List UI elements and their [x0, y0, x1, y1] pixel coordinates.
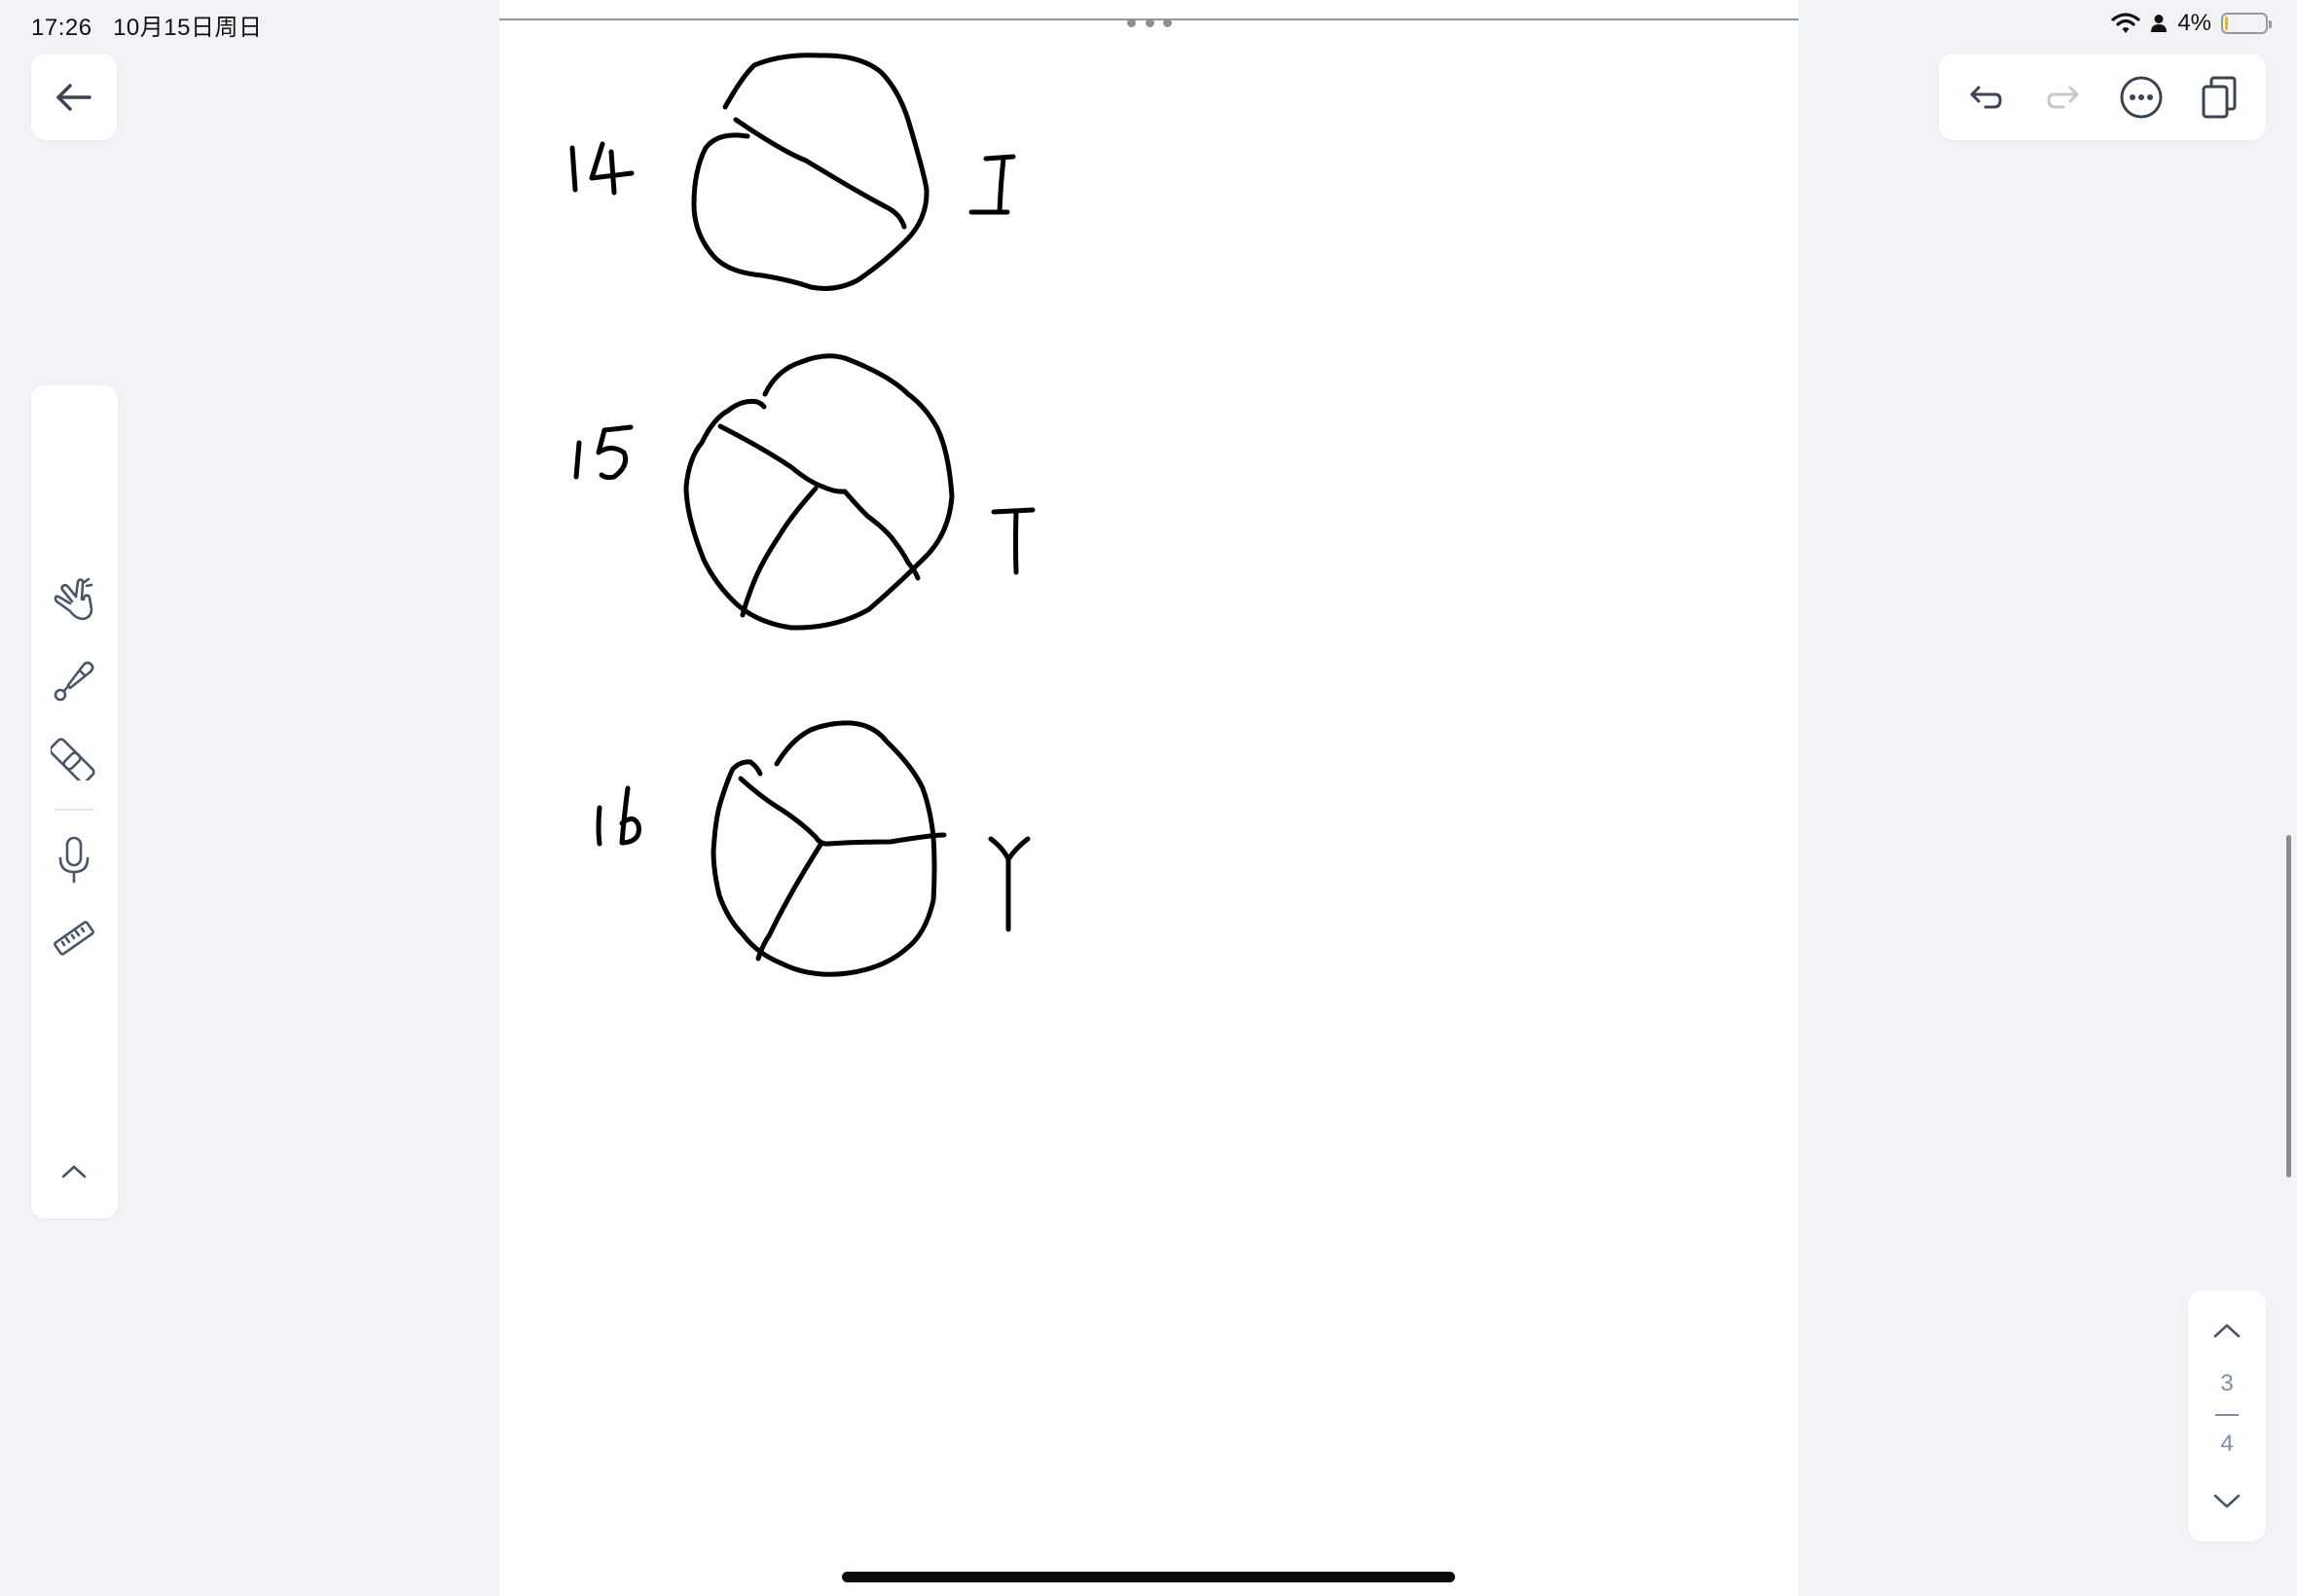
note-page[interactable]: [499, 0, 1799, 1596]
status-date: 10月15日周日: [113, 15, 263, 41]
copy-pages-icon: [2202, 76, 2237, 119]
total-page-number: 4: [2220, 1431, 2234, 1457]
handwriting-canvas[interactable]: [499, 0, 1799, 1596]
collapse-toolbar-button[interactable]: [47, 1144, 101, 1199]
previous-page-button[interactable]: [2200, 1306, 2254, 1355]
ruler-icon: [54, 921, 94, 956]
next-page-button[interactable]: [2200, 1477, 2254, 1526]
status-time: 17:26: [31, 15, 92, 41]
toolbar-divider: [55, 809, 94, 811]
eraser-tool-button[interactable]: [47, 730, 101, 784]
hand-drawn-circle-14: [691, 53, 930, 291]
hand-tool-button[interactable]: [47, 574, 101, 629]
back-button[interactable]: [31, 54, 117, 140]
handwritten-answer-I: [968, 154, 1016, 215]
handwritten-label-14: [569, 141, 635, 196]
hand-pointer-icon: [54, 578, 93, 621]
handwritten-answer-T: [991, 507, 1036, 575]
home-indicator[interactable]: [842, 1572, 1455, 1582]
eraser-icon: [51, 738, 95, 780]
vertical-scrollbar[interactable]: [2286, 835, 2291, 1178]
pen-icon: [54, 661, 94, 702]
redo-button[interactable]: [2036, 70, 2091, 125]
pen-tool-button[interactable]: [47, 652, 101, 707]
more-circle-icon: [2120, 76, 2163, 119]
handwritten-answer-Y: [988, 836, 1031, 932]
status-bar-right: 4%: [2111, 8, 2272, 39]
undo-icon: [1970, 86, 2002, 109]
more-button[interactable]: [2114, 70, 2169, 125]
record-audio-button[interactable]: [47, 833, 101, 888]
chevron-up-icon: [61, 1165, 87, 1179]
hand-drawn-circle-15: [683, 353, 955, 631]
chevron-down-icon: [2213, 1494, 2241, 1508]
current-page-number: 3: [2220, 1370, 2234, 1396]
handwritten-label-16: [596, 785, 641, 847]
drag-handle[interactable]: [1127, 18, 1172, 27]
battery-percent: 4%: [2177, 10, 2211, 36]
ruler-tool-button[interactable]: [47, 911, 101, 965]
top-toolbar: [1939, 54, 2266, 140]
arrow-left-icon: [56, 84, 91, 111]
page-number-separator: [2215, 1414, 2239, 1416]
microphone-icon: [58, 836, 90, 884]
pages-button[interactable]: [2192, 70, 2246, 125]
wifi-icon: [2111, 13, 2140, 33]
redo-icon: [2047, 86, 2079, 109]
page-navigator: 3 4: [2188, 1290, 2266, 1542]
status-bar-left: 17:26 10月15日周日: [31, 8, 262, 42]
chevron-up-icon: [2213, 1324, 2241, 1338]
handwritten-label-15: [573, 424, 634, 481]
hand-drawn-circle-16: [711, 720, 947, 977]
undo-button[interactable]: [1958, 70, 2013, 125]
side-toolbar: [31, 385, 118, 1218]
person-icon: [2151, 15, 2168, 32]
battery-icon: [2221, 13, 2272, 34]
